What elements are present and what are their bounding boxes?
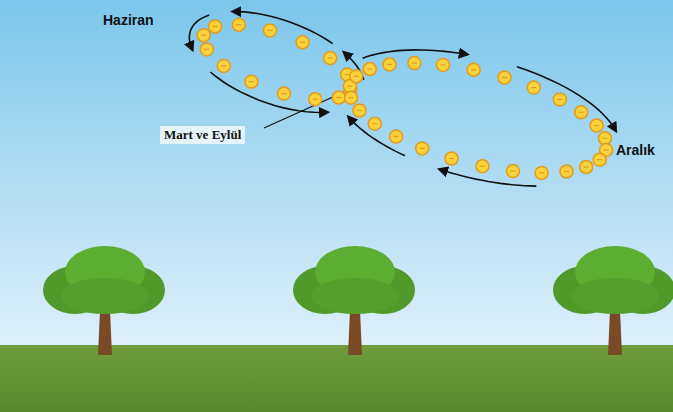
month-label: Aralık: [616, 142, 655, 158]
sun-dot: [580, 161, 593, 174]
sun-dot: [368, 117, 381, 130]
sun-dot: [353, 104, 366, 117]
sun-dot: [324, 52, 337, 65]
sun-dot: [345, 91, 358, 104]
sun-dot: [245, 75, 258, 88]
sun-dot: [264, 24, 277, 37]
sun-dot: [309, 93, 322, 106]
sun-dot: [416, 142, 429, 155]
sun-dot: [507, 165, 520, 178]
sun-dot: [575, 106, 588, 119]
sun-dot: [476, 160, 489, 173]
sun-dot: [278, 87, 291, 100]
sun-dot: [217, 59, 230, 72]
direction-arrow: [517, 67, 616, 132]
sun-dot: [197, 29, 210, 42]
trees: [43, 246, 673, 355]
equinox-label: Mart ve Eylül: [160, 126, 245, 144]
sun-dot: [408, 57, 421, 70]
sun-dot: [593, 153, 606, 166]
sun-dot: [553, 93, 566, 106]
direction-arrow: [439, 169, 536, 186]
sun-dot: [437, 58, 450, 71]
sun-dot: [467, 63, 480, 76]
sun-dot: [332, 91, 345, 104]
sun-dot: [498, 71, 511, 84]
sun-dot: [390, 130, 403, 143]
sun-path: [189, 12, 616, 187]
sun-dot: [363, 63, 376, 76]
sun-dot: [383, 58, 396, 71]
sun-dot: [296, 36, 309, 49]
sun-dot: [560, 165, 573, 178]
direction-arrow: [348, 117, 405, 156]
ground: [0, 345, 673, 412]
sun-dot: [209, 20, 222, 33]
sun-dot: [535, 166, 548, 179]
sun-dot: [232, 18, 245, 31]
sun-dot: [445, 152, 458, 165]
month-label: Haziran: [103, 12, 154, 28]
sun-dot: [527, 81, 540, 94]
sun-dot: [350, 70, 363, 83]
direction-arrow: [232, 12, 332, 44]
sun-dot: [200, 43, 213, 56]
sun-dot: [590, 119, 603, 132]
direction-arrow: [210, 72, 328, 113]
